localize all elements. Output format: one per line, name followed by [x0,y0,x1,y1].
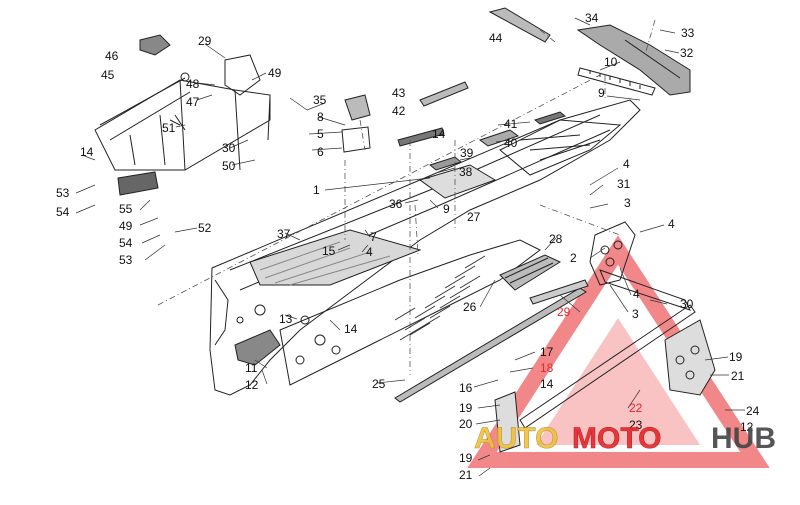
callout-33: 33 [681,26,695,40]
line-art [75,7,745,477]
callout-1: 1 [313,183,320,197]
callout-14: 14 [344,322,358,336]
callout-30: 30 [680,297,694,311]
callout-48: 48 [186,77,200,91]
callout-29: 29 [557,305,571,319]
callout-20: 20 [459,417,473,431]
callout-4: 4 [623,157,630,171]
rear-bumper [576,24,691,96]
callout-28: 28 [549,232,563,246]
callout-41: 41 [504,117,518,131]
part-22-plate [664,319,716,396]
callout-10: 10 [604,55,618,69]
callout-24: 24 [746,404,760,418]
watermark-hub: HUB [711,422,776,455]
callout-40: 40 [504,136,518,150]
callout-44: 44 [489,31,503,45]
callout-23: 23 [629,418,643,432]
callout-2: 2 [570,251,577,265]
callout-53: 53 [56,186,70,200]
heat-exchanger [499,254,562,291]
callout-50: 50 [222,159,236,173]
callout-3: 3 [624,196,631,210]
callout-21: 21 [459,468,473,482]
pad-46 [139,34,171,56]
callout-37: 37 [277,227,291,241]
callout-7: 7 [370,230,377,244]
callout-29: 29 [198,34,212,48]
callout-16: 16 [459,381,473,395]
callout-14: 14 [432,127,446,141]
callout-19: 19 [729,350,743,364]
side-panel-louvers [394,255,486,341]
callout-18: 18 [540,361,554,375]
callout-5: 5 [317,127,324,141]
callout-19: 19 [459,401,473,415]
side-panel [279,239,541,386]
callout-11: 11 [245,361,258,375]
watermark-moto: MOTO [572,422,661,455]
callout-labels: 1 2 3 3 4 4 4 4 5 6 7 8 9 9 10 11 12 12 … [56,11,760,482]
running-board [249,229,422,286]
callout-35: 35 [313,93,327,107]
callout-36: 36 [389,197,403,211]
callout-3: 3 [632,307,639,321]
part-35 [344,94,371,121]
slide-rail [394,287,587,403]
callout-14: 14 [80,145,94,159]
leader-lines [75,17,745,477]
callout-13: 13 [279,312,293,326]
callout-39: 39 [460,146,474,160]
callout-55: 55 [119,202,133,216]
callout-53: 53 [119,253,133,267]
callout-9: 9 [598,86,605,100]
callout-49: 49 [268,66,282,80]
callout-15: 15 [322,244,336,258]
callout-46: 46 [105,49,119,63]
callout-47: 47 [186,95,200,109]
callout-34: 34 [585,11,599,25]
front-bumper-frame [94,79,271,171]
callout-4: 4 [633,287,640,301]
frame-holes [236,304,341,365]
rear-suspension-arm [599,269,691,311]
watermark-logo: AUTO MOTO HUB [474,422,776,456]
rear-bracket [589,221,636,286]
callout-17: 17 [540,345,554,359]
callout-51: 51 [162,121,176,135]
callout-45: 45 [101,68,115,82]
assembly-lines [157,19,656,375]
callout-54: 54 [56,205,70,219]
watermark-auto: AUTO [474,422,558,455]
callout-4: 4 [668,217,675,231]
callout-6: 6 [317,145,324,159]
callout-22: 22 [629,401,643,415]
callout-19: 19 [459,451,473,465]
callout-43: 43 [392,86,406,100]
callout-21: 21 [731,369,745,383]
callout-8: 8 [317,110,324,124]
callout-12: 12 [245,378,259,392]
callout-31: 31 [617,177,631,191]
chassis-outline [209,99,641,396]
callout-32: 32 [680,46,694,60]
callout-27: 27 [467,210,481,224]
part-44-strip [488,7,551,43]
callout-49: 49 [119,219,133,233]
callout-14: 14 [540,377,554,391]
callout-4: 4 [366,245,373,259]
callout-38: 38 [459,165,473,179]
callout-26: 26 [463,300,477,314]
callout-42: 42 [392,104,406,118]
callout-30: 30 [222,141,236,155]
callout-52: 52 [198,221,212,235]
callout-9: 9 [443,202,450,216]
callout-25: 25 [372,377,386,391]
callout-12: 12 [740,420,754,434]
callout-54: 54 [119,236,133,250]
